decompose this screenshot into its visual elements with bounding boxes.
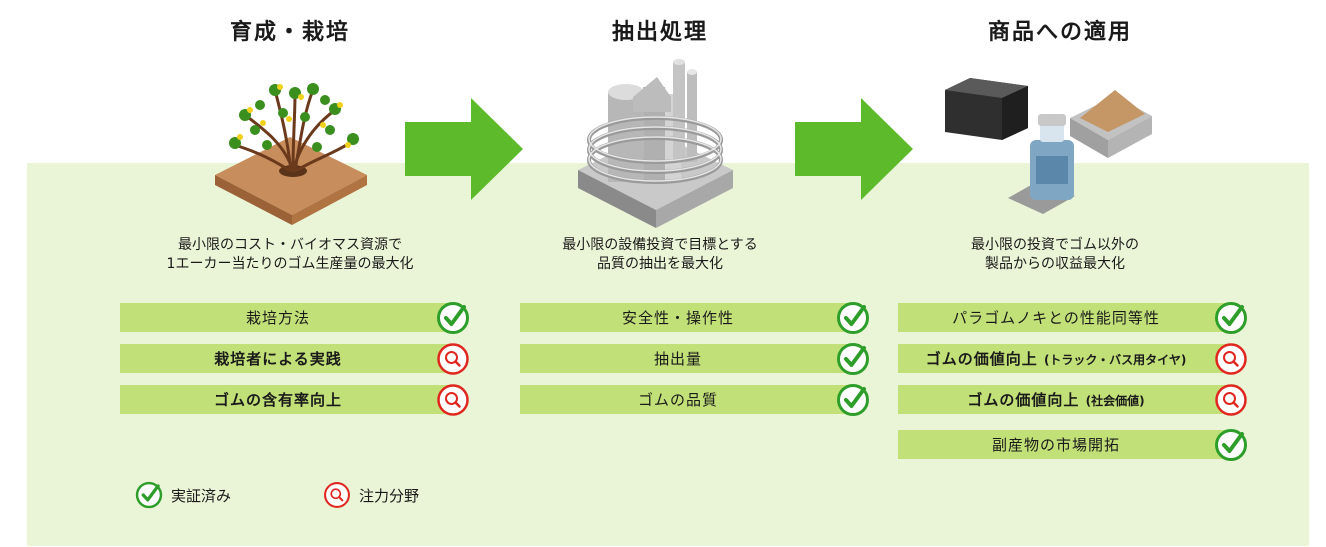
column-title-application: 商品への適用 <box>987 20 1132 45</box>
item-value-social: ゴムの価値向上 (社会価値) <box>898 383 1247 416</box>
check-circle-icon <box>836 383 870 417</box>
item-label-sub: (社会価値) <box>1085 394 1145 408</box>
check-circle-icon <box>1214 428 1248 462</box>
process-arrow-1 <box>405 98 523 200</box>
item-label: 安全性・操作性 <box>621 309 734 327</box>
item-label-main: ゴムの価値向上 <box>967 391 1080 409</box>
item-grower-practice: 栽培者による実践 <box>120 342 469 375</box>
item-cultivation-method: 栽培方法 <box>120 301 470 334</box>
legend-verified-label: 実証済み <box>171 486 232 505</box>
item-label: パラゴムノキとの性能同等性 <box>952 309 1160 327</box>
search-circle-icon <box>323 481 351 509</box>
check-circle-icon <box>836 301 870 335</box>
item-label: ゴムの品質 <box>637 391 718 409</box>
search-circle-icon <box>1214 383 1248 417</box>
item-extraction-amount: 抽出量 <box>520 342 870 375</box>
products-illustration <box>945 78 1152 214</box>
search-circle-icon <box>436 342 470 376</box>
check-circle-icon <box>836 342 870 376</box>
description-extraction: 最小限の設備投資で目標とする 品質の抽出を最大化 <box>562 237 758 272</box>
legend-focus-label: 注力分野 <box>359 486 420 505</box>
item-label: ゴムの含有率向上 <box>213 391 342 409</box>
item-label: ゴムの価値向上 (トラック・バス用タイヤ) <box>898 348 1214 369</box>
check-circle-icon <box>436 301 470 335</box>
description-application: 最小限の投資でゴム以外の 製品からの収益最大化 <box>971 237 1139 272</box>
extraction-equipment-illustration <box>578 59 733 228</box>
item-performance-equivalence: パラゴムノキとの性能同等性 <box>898 301 1248 334</box>
check-circle-icon <box>135 481 163 509</box>
check-circle-icon <box>1214 301 1248 335</box>
item-safety-operability: 安全性・操作性 <box>520 301 870 334</box>
item-byproduct-market: 副産物の市場開拓 <box>898 428 1248 461</box>
column-title-extraction: 抽出処理 <box>611 20 708 45</box>
search-circle-icon <box>436 383 470 417</box>
item-label: 栽培方法 <box>245 309 310 327</box>
legend-focus: 注力分野 <box>323 481 419 509</box>
item-rubber-content: ゴムの含有率向上 <box>120 383 469 416</box>
item-label: 副産物の市場開拓 <box>991 436 1120 454</box>
item-label: ゴムの価値向上 (社会価値) <box>898 389 1214 410</box>
item-label-main: ゴムの価値向上 <box>925 350 1038 368</box>
item-label: 抽出量 <box>653 350 702 368</box>
plant-illustration <box>215 83 367 225</box>
description-cultivation: 最小限のコスト・バイオマス資源で 1エーカー当たりのゴム生産量の最大化 <box>166 237 414 272</box>
item-label: 栽培者による実践 <box>214 350 342 368</box>
search-circle-icon <box>1214 342 1248 376</box>
item-label-sub: (トラック・バス用タイヤ) <box>1043 353 1187 367</box>
item-rubber-quality: ゴムの品質 <box>520 383 870 416</box>
item-value-tires: ゴムの価値向上 (トラック・バス用タイヤ) <box>898 342 1247 375</box>
process-arrow-2 <box>795 98 913 200</box>
column-title-cultivation: 育成・栽培 <box>229 20 350 45</box>
legend-verified: 実証済み <box>135 481 231 509</box>
